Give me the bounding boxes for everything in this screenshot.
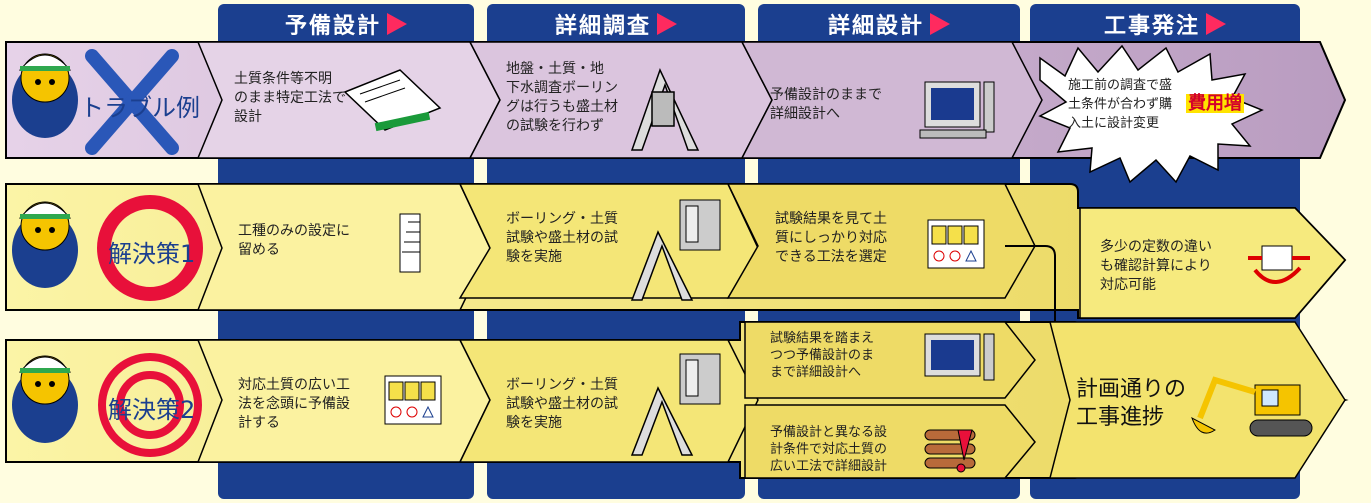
lab-apparatus-icon [679, 353, 721, 405]
phase-arrow-icon [1206, 13, 1226, 35]
cross-mark-icon [85, 49, 179, 155]
trouble-detail-text: 予備設計のままで 詳細設計へ [770, 87, 882, 122]
row-label-solution1: 解決策1 [108, 240, 196, 268]
phase-title-text: 詳細設計 [827, 14, 924, 39]
phase-title-text: 工事発注 [1103, 14, 1200, 39]
solution2-survey-text: ボーリング・土質 試験や盛土材の試 験を実施 [506, 377, 618, 431]
calculation-loop-icon [1248, 245, 1310, 284]
solution2-detail-upper-text: 試験結果を踏まえ つつ予備設計のま まで詳細設計へ [770, 331, 875, 380]
phase-title-text: 予備設計 [284, 14, 381, 39]
computer-icon [924, 333, 995, 381]
solution1-survey-text: ボーリング・土質 試験や盛土材の試 験を実施 [506, 211, 618, 265]
final-progress-text: 計画通りの 工事進捗 [1076, 377, 1187, 430]
solution1-order-text: 多少の定数の違い も確認計算により 対応可能 [1100, 239, 1212, 293]
pipes-warning-icon [924, 429, 976, 473]
lab-apparatus-icon [679, 199, 721, 251]
solution2-detail-lower-text: 予備設計と異なる設 計条件で対応土質の 広い工法で詳細設計 [770, 425, 888, 474]
final-arrow [1049, 321, 1346, 479]
row-label-solution2: 解決策2 [108, 396, 196, 424]
burst-text: 施工前の調査で盛 土条件が合わず購 入土に設計変更 [1068, 78, 1173, 131]
stair-section-icon [399, 213, 421, 273]
solution2-preliminary-text: 対応土質の広い工 法を念頭に予備設 計する [238, 377, 350, 431]
solution1-detail-text: 試験結果を見て土 質にしっかり対応 できる工法を選定 [775, 211, 887, 265]
trouble-survey-text: 地盤・土質・地 下水調査ボーリン グは行うも盛土材 の試験を行わず [506, 61, 618, 134]
worker-character-icon [12, 53, 78, 138]
solution1-preliminary-text: 工種のみの設定に 留める [238, 223, 350, 258]
chart-board-icon [927, 219, 985, 269]
solution1-final-arrow [1079, 207, 1347, 319]
solution1-chevron [726, 183, 1036, 299]
worker-character-icon [12, 201, 78, 288]
drilling-rig-icon [630, 386, 694, 456]
phase-title-order: 工事発注 [1030, 4, 1300, 44]
trouble-preliminary-text: 土質条件等不明 のまま特定工法で 設計 [234, 71, 346, 125]
computer-icon [919, 81, 995, 139]
drilling-rig-icon [630, 68, 700, 151]
worker-character-icon [12, 355, 78, 443]
drilling-rig-icon [630, 230, 694, 301]
burst-shape [1038, 44, 1264, 184]
trouble-chevron [740, 41, 1043, 159]
excavator-icon [1191, 376, 1313, 437]
phase-arrow-icon [930, 13, 950, 35]
ring-icon [97, 195, 203, 301]
document-pen-icon [343, 69, 442, 132]
phase-title-text: 詳細調査 [554, 14, 651, 39]
phase-arrow-icon [387, 13, 407, 35]
phase-title-survey: 詳細調査 [487, 4, 745, 44]
phase-title-preliminary: 予備設計 [218, 4, 474, 44]
chart-board-icon [384, 375, 442, 425]
row-label-trouble: トラブル例 [80, 94, 200, 122]
cost-increase-badge: 費用増 [1186, 93, 1244, 114]
phase-arrow-icon [657, 13, 677, 35]
target-icon [98, 353, 202, 457]
connector-pipe [1005, 245, 1056, 322]
phase-title-detail-design: 詳細設計 [758, 4, 1020, 44]
